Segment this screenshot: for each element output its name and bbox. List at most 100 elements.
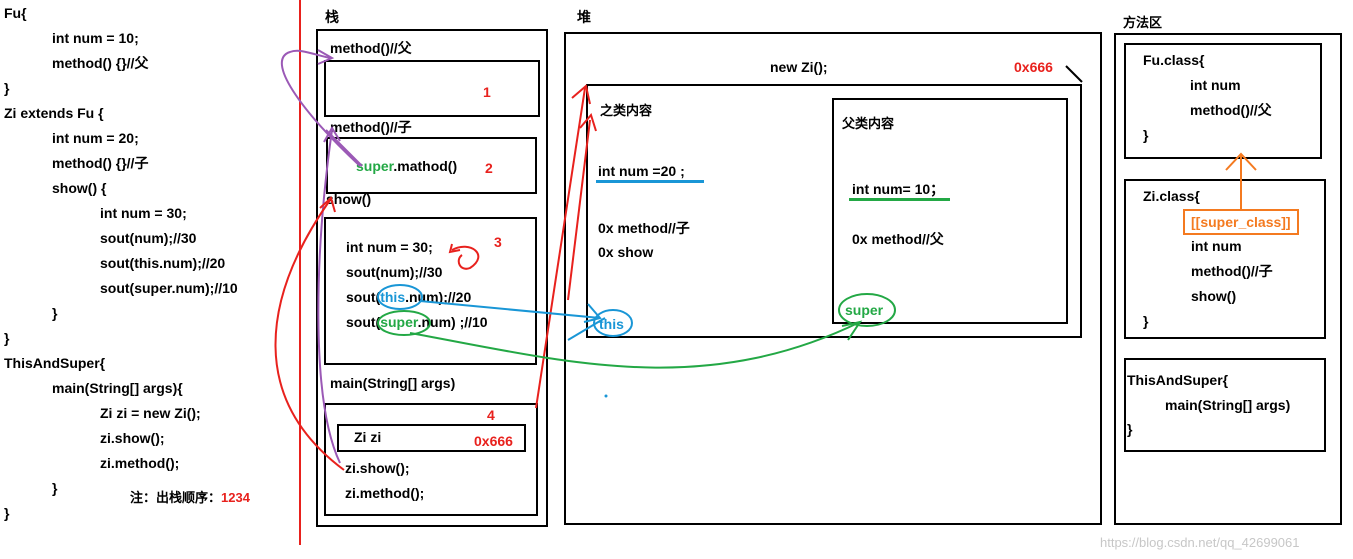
stack-frame-method-parent — [324, 60, 540, 117]
frame2-label: method()//子 — [330, 119, 412, 135]
watermark: https://blog.csdn.net/qq_42699061 — [1100, 535, 1300, 550]
method-area-title: 方法区 — [1123, 15, 1163, 30]
blue-arrow-this-head — [583, 303, 602, 323]
red-loop-num-head — [448, 243, 461, 254]
parent-content-title: 父类内容 — [842, 116, 895, 131]
red-arrow-show-head — [319, 196, 336, 213]
frame1-number: 1 — [483, 84, 491, 100]
parent-num: int num= 10； — [852, 181, 945, 197]
purple-arrow-super-call — [325, 129, 363, 167]
frame3-this: this — [380, 289, 406, 305]
code-line: } — [4, 330, 10, 346]
code-line: main(String[] args){ — [52, 380, 183, 396]
green-arrow-super-head — [841, 320, 863, 341]
this-ellipse-heap — [593, 309, 633, 337]
parent-content-box — [832, 98, 1068, 324]
stack-title: 栈 — [325, 9, 339, 25]
purple-arrow-method-parent-head — [317, 49, 335, 65]
code-line: } — [4, 505, 10, 521]
code-line: Zi zi = new Zi(); — [100, 405, 201, 421]
red-arrow-to-heap — [535, 87, 586, 409]
super-ellipse-heap — [838, 293, 896, 327]
code-line: } — [4, 80, 10, 96]
code-line: sout(this.num);//20 — [100, 255, 226, 271]
orange-arrow-super-class-head — [1225, 152, 1257, 171]
frame3-super: super — [380, 314, 418, 330]
blue-arrow-this-extra — [567, 317, 606, 341]
heap-corner-mark — [1065, 65, 1083, 83]
frame3-line2: sout(num);//30 — [346, 264, 443, 280]
fu-class-box — [1124, 43, 1322, 159]
blue-arrow-this — [419, 300, 601, 319]
child-content-title: 之类内容 — [600, 103, 653, 118]
frame1-label: method()//父 — [330, 40, 412, 56]
frame4-call1: zi.show(); — [345, 460, 410, 476]
frame3-line1: int num = 30; — [346, 239, 433, 255]
frame2-call-text: .mathod() — [393, 158, 458, 174]
code-line: method() {}//子 — [52, 155, 149, 171]
heap-object-addr: 0x666 — [1014, 59, 1053, 75]
purple-arrow-method-child-head — [323, 126, 341, 143]
frame3-line4a: sout( — [346, 314, 381, 330]
code-line: show() { — [52, 180, 107, 196]
vertical-divider — [299, 0, 301, 545]
frame2-super: super — [356, 158, 394, 174]
code-line: } — [52, 480, 58, 496]
code-line: sout(num);//30 — [100, 230, 197, 246]
note-label: 注：出栈顺序： — [130, 490, 222, 505]
code-line: zi.show(); — [100, 430, 165, 446]
frame2-number: 2 — [485, 160, 493, 176]
this-ellipse-stack — [377, 284, 423, 310]
frame3-label: show() — [326, 191, 372, 207]
note-value: 1234 — [221, 490, 250, 505]
frame4-var: Zi zi — [354, 429, 382, 445]
fu-class-num: int num — [1190, 77, 1241, 93]
method-area — [1114, 33, 1342, 525]
red-arrow-show-call — [274, 199, 345, 471]
super-ellipse-stack — [377, 310, 431, 336]
frame3-line3a: sout( — [346, 289, 381, 305]
tas-class-close: } — [1127, 421, 1133, 437]
zi-class-close: } — [1143, 313, 1149, 329]
red-arrow-child-content — [567, 119, 591, 301]
frame2-call: super.mathod() — [356, 157, 457, 175]
tas-class-main: main(String[] args) — [1165, 397, 1291, 413]
fu-class-title: Fu.class{ — [1143, 52, 1205, 68]
tas-class-title: ThisAndSuper{ — [1127, 372, 1229, 388]
frame3-number: 3 — [494, 234, 502, 250]
green-arrow-super — [409, 321, 861, 369]
frame3-line4: sout(super.num) ;//10 — [346, 313, 488, 331]
child-show: 0x show — [598, 244, 654, 260]
stray-dot — [604, 394, 608, 398]
stack-area — [316, 29, 548, 527]
fu-class-method: method()//父 — [1190, 102, 1272, 118]
zi-variable-box — [337, 424, 526, 452]
parent-method: 0x method//父 — [852, 231, 944, 247]
code-line: Fu{ — [4, 5, 27, 21]
heap-object-label: new Zi(); — [770, 59, 828, 75]
child-this-label: this — [599, 316, 624, 332]
frame3-line4c: .num) ;//10 — [417, 314, 488, 330]
code-line: int num = 10; — [52, 30, 139, 46]
parent-num-underline — [849, 198, 950, 201]
code-line: int num = 20; — [52, 130, 139, 146]
code-line: zi.method(); — [100, 455, 180, 471]
code-line: } — [52, 305, 58, 321]
frame4-number: 4 — [487, 407, 495, 423]
zi-class-title: Zi.class{ — [1143, 188, 1200, 204]
code-line: Zi extends Fu { — [4, 105, 104, 121]
parent-super-label: super — [845, 302, 884, 318]
frame4-call2: zi.method(); — [345, 485, 425, 501]
zi-class-method: method()//子 — [1191, 263, 1273, 279]
purple-arrow-method-child — [317, 129, 341, 464]
fu-class-close: } — [1143, 127, 1149, 143]
thisandsuper-class-box — [1124, 358, 1326, 452]
purple-arrow-method-parent — [280, 49, 361, 167]
frame4-label: main(String[] args) — [330, 375, 456, 391]
child-num: int num =20 ; — [598, 163, 685, 179]
stack-frame-show — [324, 217, 537, 365]
zi-class-show: show() — [1191, 288, 1237, 304]
code-line: sout(super.num);//10 — [100, 280, 238, 296]
code-line: int num = 30; — [100, 205, 187, 221]
red-arrow-to-heap-head — [571, 84, 591, 105]
